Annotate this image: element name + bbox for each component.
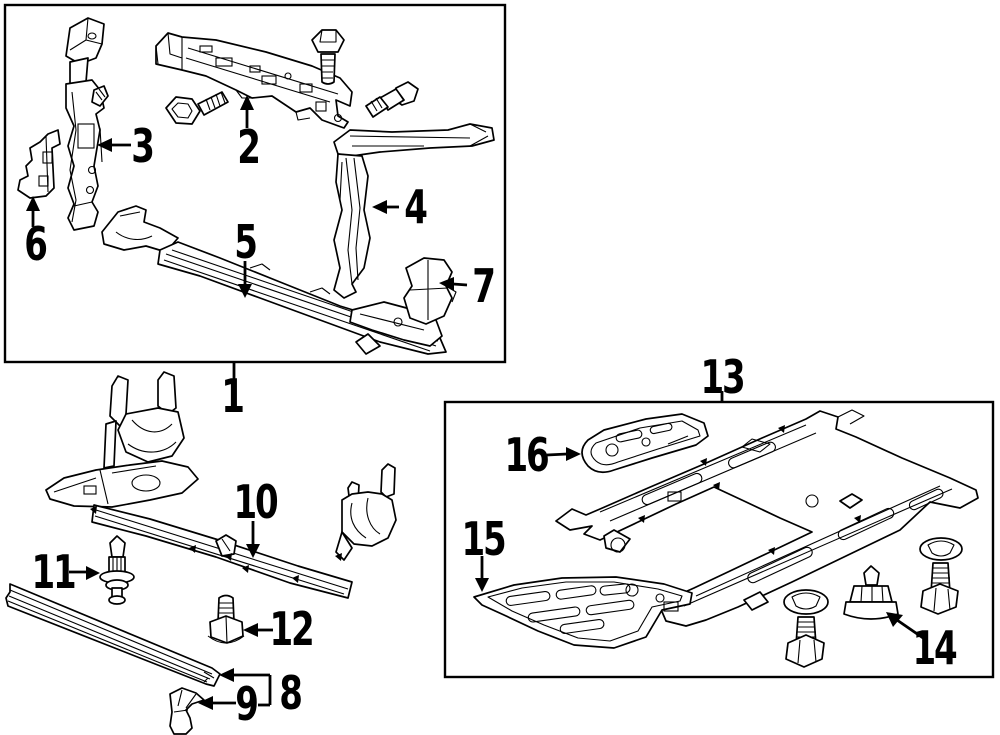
part-6-bracket-drawing	[17, 129, 61, 199]
part-3-side-support-drawing	[65, 17, 109, 231]
part-7-bracket-drawing	[403, 257, 457, 325]
part-12-bolt-icon	[207, 594, 245, 644]
callout-label-2: 2	[237, 120, 261, 174]
part-15-splash-shield-drawing	[473, 576, 693, 649]
callout-label-13: 13	[700, 350, 746, 404]
callout-label-1: 1	[221, 369, 245, 423]
callout-label-5: 5	[234, 215, 258, 269]
part-2-upper-tie-bar-drawing	[155, 32, 353, 129]
leader-line-12	[243, 623, 273, 637]
leader-line-15	[475, 556, 489, 592]
hex-bolt-icon	[311, 29, 345, 85]
leader-line-10	[246, 521, 260, 558]
leader-line-7	[439, 277, 468, 291]
callout-label-7: 7	[472, 259, 496, 313]
assembly-box-under-cover	[443, 400, 995, 679]
leader-line-9	[198, 696, 236, 710]
callout-label-9: 9	[235, 677, 259, 731]
leader-line-8	[219, 668, 272, 707]
stud-fastener-icon	[365, 81, 419, 118]
callout-label-16: 16	[504, 428, 550, 482]
hex-bolt-icon	[165, 91, 229, 125]
part-13-under-cover-drawing	[555, 409, 979, 627]
callout-label-6: 6	[24, 217, 48, 271]
leader-line-14	[886, 612, 927, 642]
callout-label-12: 12	[269, 602, 315, 656]
leader-line-16	[546, 447, 581, 461]
callout-label-3: 3	[131, 119, 155, 173]
assembly-box-radiator-support	[3, 3, 507, 364]
callout-label-4: 4	[404, 180, 428, 234]
part-16-cover-drawing	[581, 413, 709, 474]
part-9-end-piece-drawing	[169, 687, 205, 735]
part-1-under-cover-assembly-drawing	[45, 371, 397, 599]
leader-line-11	[69, 566, 100, 580]
callout-label-14: 14	[912, 621, 958, 675]
callout-label-8: 8	[279, 666, 303, 720]
callout-label-11: 11	[31, 545, 77, 599]
callout-label-15: 15	[461, 512, 507, 566]
part-5-lower-crossmember-drawing	[101, 205, 447, 355]
leader-line-6	[26, 196, 40, 227]
part-11-clip-icon	[99, 535, 135, 605]
part-14-fastener-set-drawing	[783, 537, 963, 668]
leader-line-5	[238, 261, 252, 298]
leader-line-4	[372, 200, 399, 214]
part-8-molding-strip-drawing	[5, 583, 221, 687]
leader-line-2	[240, 95, 254, 128]
part-4-side-support-drawing	[333, 123, 495, 299]
leader-line-3	[97, 138, 131, 152]
callout-label-10: 10	[233, 475, 279, 529]
